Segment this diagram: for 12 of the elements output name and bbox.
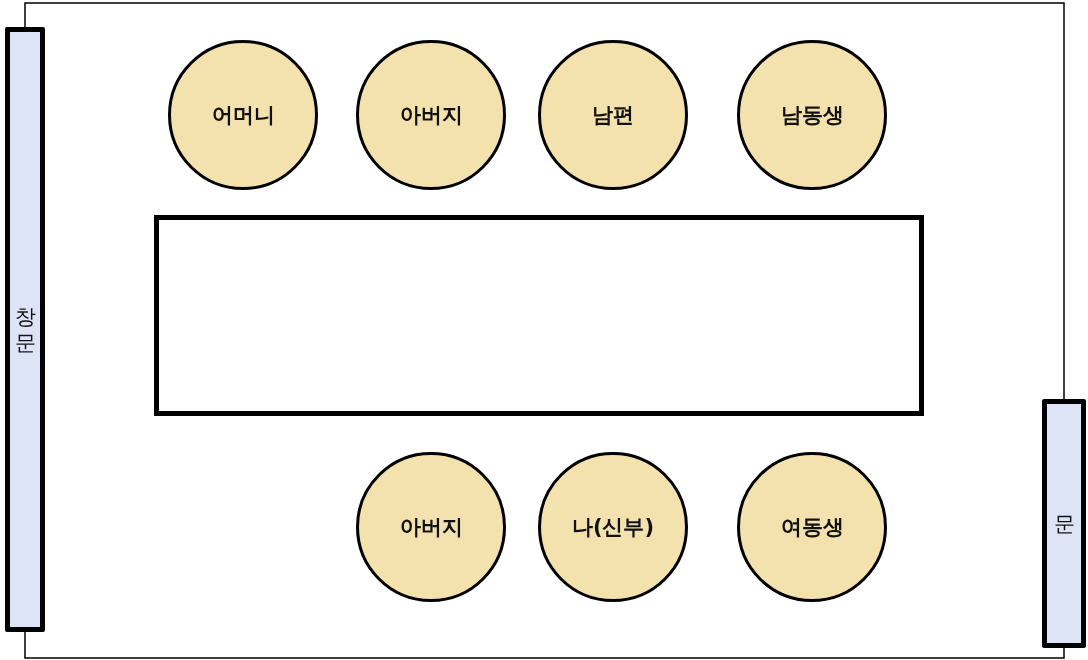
vertical-label: 창문 bbox=[14, 303, 36, 356]
seat-label: 어머니 bbox=[211, 102, 275, 129]
vertical-label: 문 bbox=[1053, 510, 1075, 537]
table-rectangle bbox=[154, 215, 924, 416]
seat-label: 아버지 bbox=[399, 514, 463, 541]
seat-label: 나(신부) bbox=[571, 514, 655, 541]
seat-label: 아버지 bbox=[399, 102, 463, 129]
door-bar bbox=[1042, 399, 1086, 648]
seat-label: 남편 bbox=[592, 102, 634, 129]
seat-label: 여동생 bbox=[780, 514, 844, 541]
window-bar bbox=[5, 27, 45, 632]
seat-label: 남동생 bbox=[780, 102, 844, 129]
